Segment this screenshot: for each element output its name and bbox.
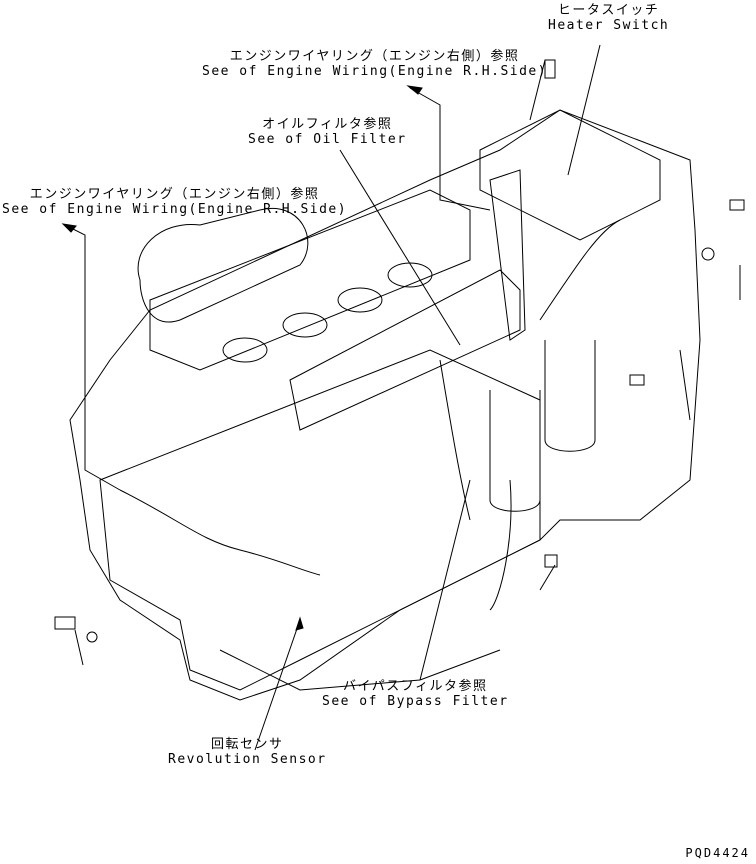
label-revolution-sensor: 回転センサ Revolution Sensor <box>168 737 327 767</box>
leader-sensor <box>254 619 301 751</box>
bolt <box>54 616 76 630</box>
drawing-code: PQD4424 <box>685 846 750 860</box>
bracket <box>489 169 526 341</box>
air-cleaner <box>137 207 309 323</box>
label-oil-filter: オイルフィルタ参照 See of Oil Filter <box>248 117 407 147</box>
engine-block-outline <box>69 109 701 701</box>
head-top <box>479 109 661 241</box>
label-engine-wiring-top: エンジンワイヤリング（エンジン右側）参照 See of Engine Wirin… <box>202 49 548 79</box>
label-heater-switch: ヒータスイッチ Heater Switch <box>548 3 670 33</box>
leader-bypass <box>219 479 501 691</box>
leader-heater <box>567 44 601 176</box>
leader-wiring-left <box>64 224 121 491</box>
label-bypass-filter: バイパスフィルタ参照 See of Bypass Filter <box>322 679 509 709</box>
valve-cover <box>149 189 471 371</box>
oil-filter <box>489 390 541 512</box>
lower-block <box>99 349 541 691</box>
cylinder-cap <box>222 337 268 363</box>
wiring-harness <box>119 219 621 611</box>
filter-cartridge <box>544 340 596 452</box>
valve-cover-right <box>289 269 521 431</box>
arrow-head <box>406 85 423 95</box>
leader-oil <box>339 149 461 346</box>
label-engine-wiring-left: エンジンワイヤリング（エンジン右側）参照 See of Engine Wirin… <box>2 187 348 217</box>
leader-wiring-top <box>409 87 491 211</box>
